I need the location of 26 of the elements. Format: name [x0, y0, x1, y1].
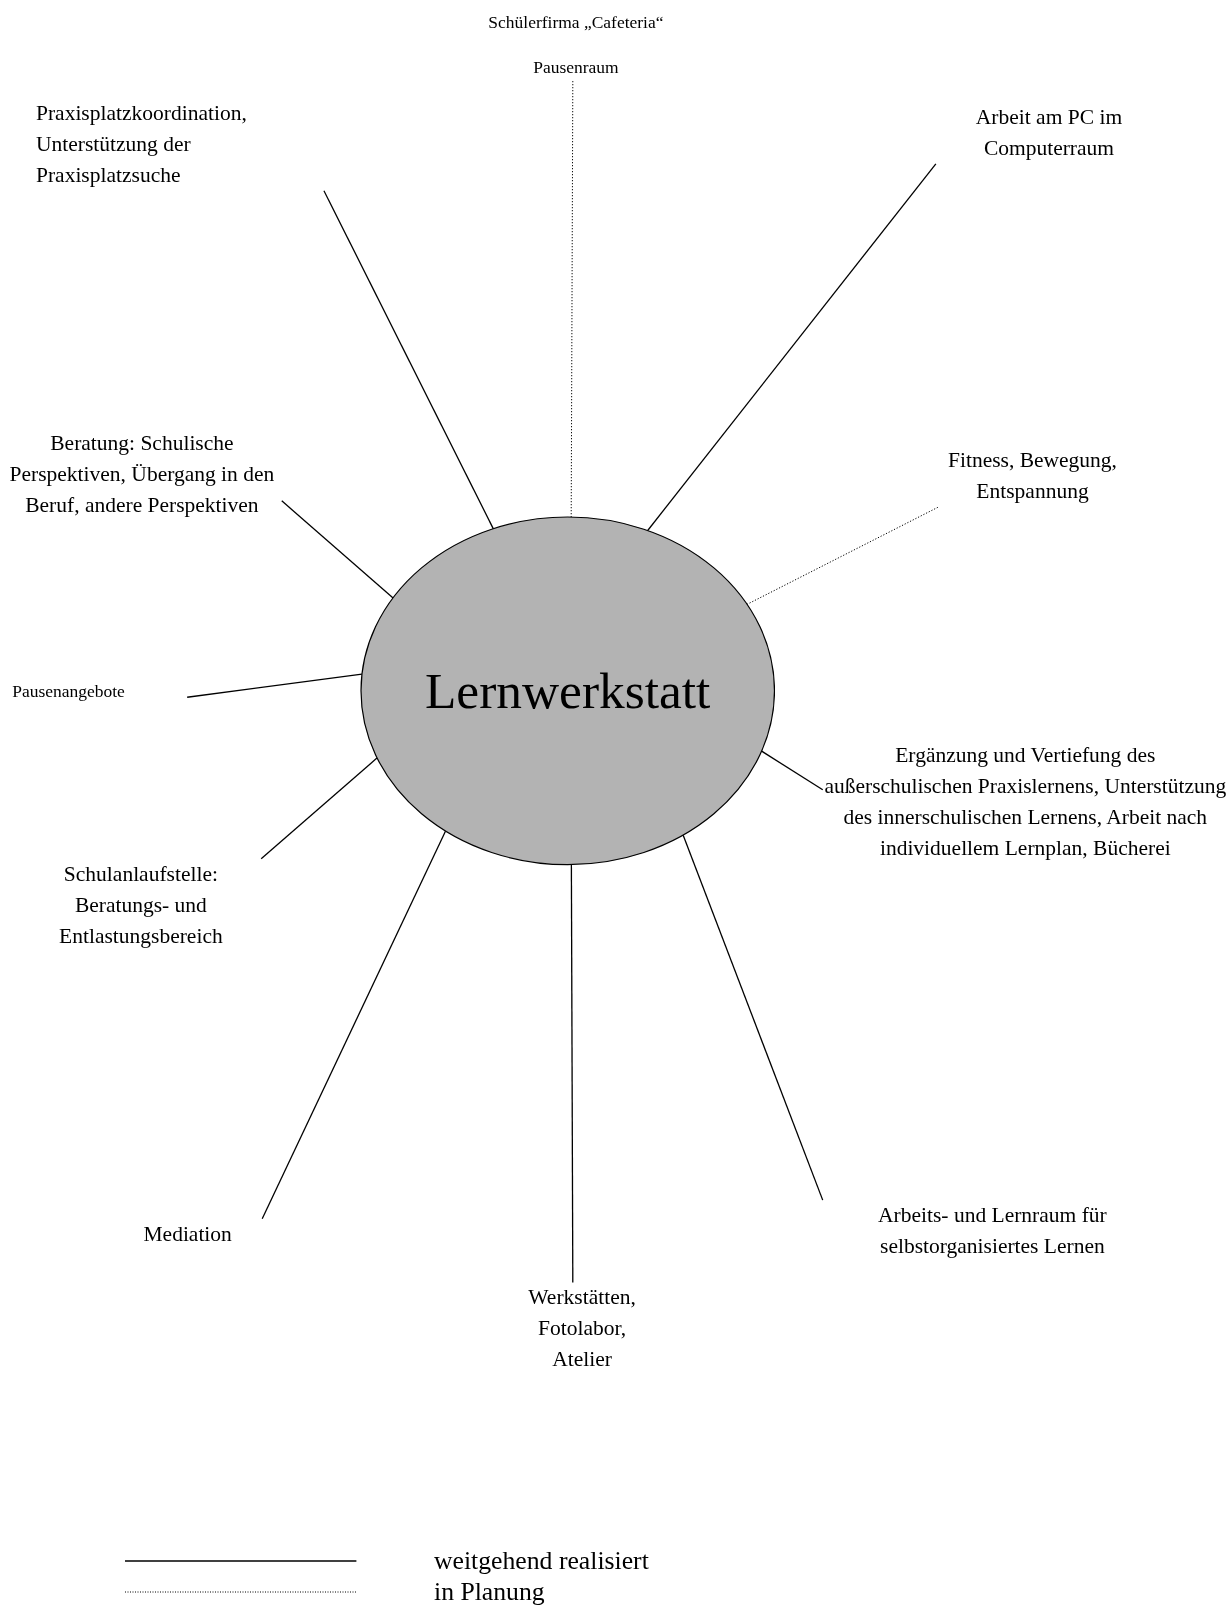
topic-label: Werkstätten, Fotolabor, Atelier	[527, 1284, 637, 1374]
topic-label: Ergänzung und Vertiefung des außerschulischen Praxislernens, Unterstützung des innerschulischen Lernens, Arbeit nach individuellem Lernplan, Bücherei	[823, 742, 1228, 863]
connector-line	[682, 834, 824, 1201]
dotted-line	[746, 506, 939, 605]
topic-label: Beratung: Schulische Perspektiven, Übergang in den Beruf, andere Perspektiven	[8, 429, 276, 519]
connector-line	[761, 750, 824, 791]
connector-line	[261, 830, 447, 1220]
topic-label: Pausenraum	[532, 56, 620, 80]
legend-label: in Planung	[434, 1576, 545, 1608]
connector-line	[646, 163, 937, 532]
topic-label: Arbeit am PC im Computerraum	[974, 103, 1124, 162]
topic-label: Pausenangebote	[12, 679, 126, 703]
topic-label: Praxisplatzkoordination, Unterstützung der Praxisplatzsuche	[36, 99, 248, 189]
center-ellipse	[359, 516, 776, 866]
topic-label: Arbeits- und Lernraum für selbstorganisiertes Lernen	[877, 1202, 1108, 1261]
topic-label: Schülerfirma „Cafeteria“	[487, 11, 665, 35]
topic-label: Schulanlaufstelle: Beratungs- und Entlastungsbereich	[58, 860, 224, 950]
connector-line	[323, 190, 494, 530]
legend-label: weitgehend realisiert	[434, 1545, 649, 1577]
connector-line	[186, 673, 363, 698]
center-title: Lernwerkstatt	[424, 662, 711, 720]
connector-line	[260, 757, 378, 860]
topic-label: Fitness, Bewegung, Entspannung	[947, 447, 1118, 506]
topic-label: Mediation	[142, 1220, 233, 1248]
connector-line	[570, 864, 574, 1284]
connector-line	[281, 500, 394, 599]
